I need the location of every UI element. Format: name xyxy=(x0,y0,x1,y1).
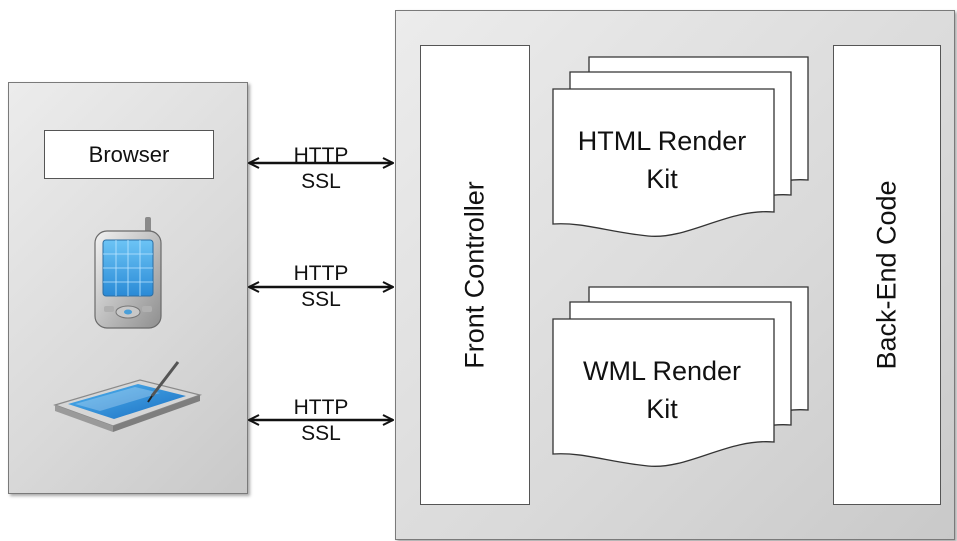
connection-label-3: HTTP SSL xyxy=(271,395,371,447)
html-render-kit-label: HTML Render Kit xyxy=(562,122,762,198)
connection-label-2: HTTP SSL xyxy=(271,261,371,313)
protocol-label: HTTP xyxy=(293,262,349,285)
security-label: SSL xyxy=(301,288,341,311)
kit-label-line1: WML Render xyxy=(582,356,742,386)
front-controller-box: Front Controller xyxy=(420,45,530,505)
security-label: SSL xyxy=(301,170,341,193)
security-label: SSL xyxy=(301,422,341,445)
smartphone-icon xyxy=(94,217,162,329)
connection-label-1: HTTP SSL xyxy=(271,143,371,195)
protocol-label: HTTP xyxy=(293,144,349,167)
protocol-label: HTTP xyxy=(293,396,349,419)
kit-label-line2: Kit xyxy=(646,394,678,424)
html-render-kit-stack xyxy=(552,56,809,237)
wml-render-kit-label: WML Render Kit xyxy=(562,352,762,428)
kit-label-line1: HTML Render xyxy=(577,126,747,156)
wml-render-kit-stack xyxy=(552,286,809,467)
back-end-box: Back-End Code xyxy=(833,45,941,505)
tablet-stylus-icon xyxy=(53,361,203,432)
kit-label-line2: Kit xyxy=(646,164,678,194)
browser-box: Browser xyxy=(44,130,214,179)
browser-label: Browser xyxy=(88,141,170,167)
